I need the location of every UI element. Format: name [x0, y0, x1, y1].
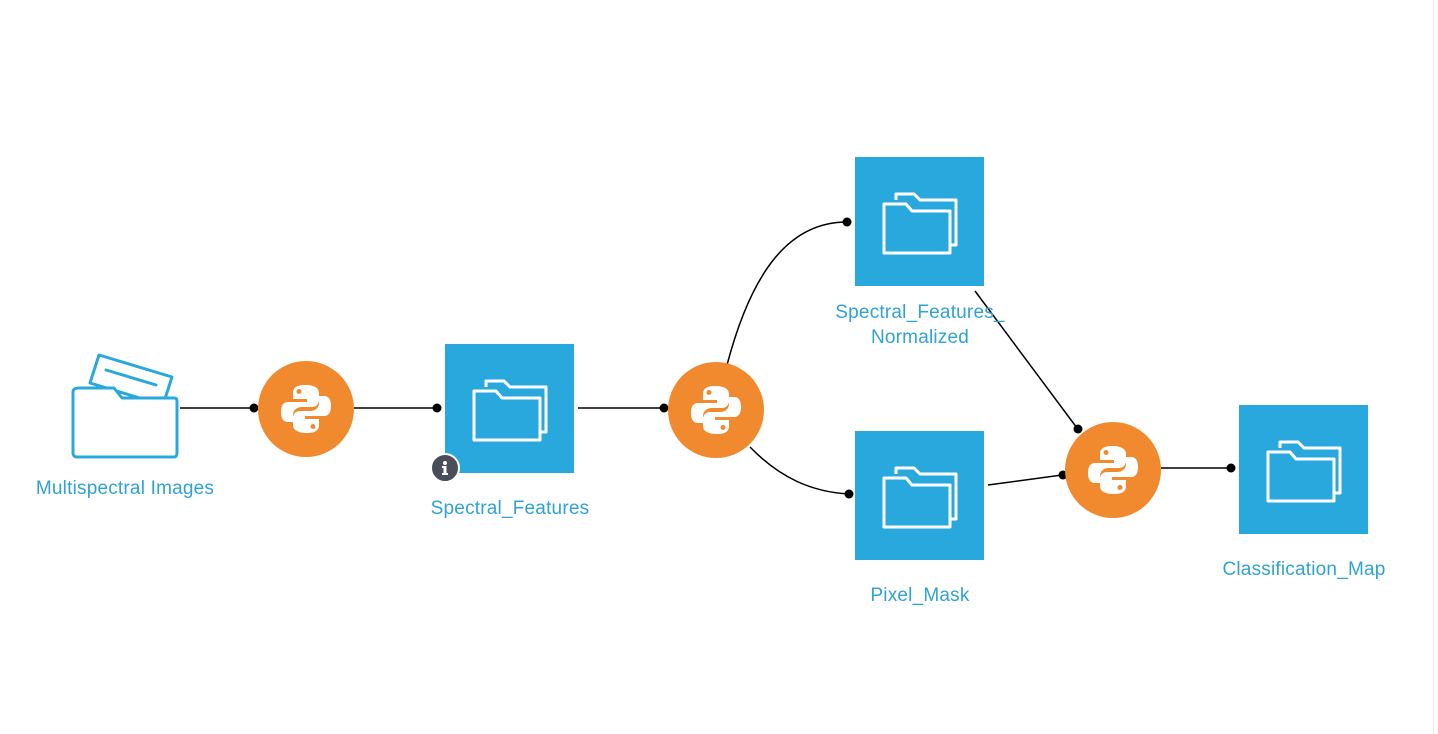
edge-dot — [432, 403, 442, 413]
edge-dot — [659, 403, 669, 413]
edge-dot — [1226, 463, 1236, 473]
edge-dot — [249, 403, 259, 413]
python-recipe-1[interactable] — [258, 361, 354, 457]
python-icon — [281, 385, 331, 433]
label-classification-map: Classification_Map — [1222, 559, 1386, 580]
folder-icon — [882, 466, 957, 528]
label-pixel-mask: Pixel_Mask — [870, 585, 970, 606]
folder-open-icon — [71, 353, 179, 459]
label-line-2: Normalized — [870, 327, 970, 348]
info-icon[interactable] — [430, 453, 460, 483]
label-spectral-features-normalized: Spectral_Features_ Normalized — [815, 300, 1025, 350]
python-icon — [1088, 446, 1138, 494]
dataset-classification-map[interactable] — [1239, 405, 1368, 534]
folder-icon — [472, 379, 547, 441]
dataset-spectral-features-normalized[interactable] — [855, 157, 984, 286]
python-recipe-2[interactable] — [668, 362, 764, 458]
label-line-1: Spectral_Features_ — [835, 302, 1005, 323]
edge-recipe2-to-pixel-mask — [749, 446, 850, 495]
dataset-pixel-mask[interactable] — [855, 431, 984, 560]
edge-recipe2-to-normalized — [726, 221, 848, 366]
edge-dot — [844, 489, 854, 499]
folder-icon — [1266, 440, 1341, 502]
canvas-right-border — [1433, 0, 1434, 734]
label-spectral-features: Spectral_Features — [430, 498, 590, 519]
python-icon — [691, 386, 741, 434]
edge-normalized-to-recipe3 — [974, 290, 1078, 429]
label-multispectral-images: Multispectral Images — [35, 478, 215, 499]
dataset-spectral-features[interactable] — [445, 344, 574, 473]
node-multispectral-images[interactable] — [66, 350, 184, 462]
edge-pixel-mask-to-recipe3 — [987, 474, 1063, 486]
edge-dot — [1073, 424, 1083, 434]
edge-dot — [842, 217, 852, 227]
folder-icon — [882, 192, 957, 254]
python-recipe-3[interactable] — [1065, 422, 1161, 518]
